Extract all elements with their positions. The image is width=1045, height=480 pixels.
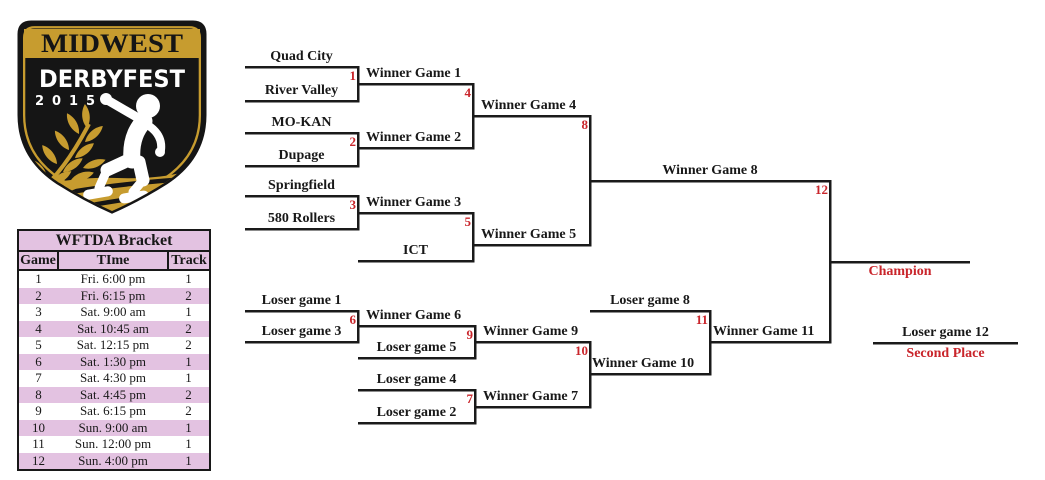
cell-time: Sat. 12:15 pm — [76, 337, 150, 352]
loser-game-4-slot: Loser game 4 — [376, 372, 457, 387]
table-row: 7 Sat. 4:30 pm 1 — [18, 370, 210, 387]
table-row: 9 Sat. 6:15 pm 2 — [18, 403, 210, 420]
champion-label: Champion — [868, 264, 932, 279]
winner-game-8-slot: Winner Game 8 — [662, 163, 758, 178]
game-1-number: 1 — [349, 68, 357, 83]
winner-game-5-slot: Winner Game 5 — [481, 227, 577, 242]
winner-game-3-slot: Winner Game 3 — [366, 195, 462, 210]
winner-game-7-slot: Winner Game 7 — [483, 389, 579, 404]
cell-game: 5 — [35, 337, 42, 352]
cell-track: 2 — [185, 337, 192, 352]
table-row: 1 Fri. 6:00 pm 1 — [18, 270, 210, 288]
cell-game: 9 — [35, 403, 42, 418]
cell-track: 2 — [185, 403, 192, 418]
table-row: 6 Sat. 1:30 pm 1 — [18, 353, 210, 370]
cell-track: 1 — [185, 419, 192, 435]
loser-game-8-slot: Loser game 8 — [610, 293, 690, 308]
cell-track: 1 — [185, 452, 192, 468]
winner-game-1-slot: Winner Game 1 — [366, 66, 462, 81]
cell-game: 8 — [35, 386, 42, 402]
team-river-valley: River Valley — [264, 83, 339, 98]
cell-time: Sat. 6:15 pm — [79, 403, 147, 418]
table-row: 4 Sat. 10:45 am 2 — [18, 320, 210, 337]
schedule-table: WFTDA Bracket Game TIme Track 1 Fri. 6:00… — [17, 229, 211, 471]
game-8-number: 8 — [581, 117, 589, 132]
cell-time: Fri. 6:15 pm — [80, 287, 146, 303]
team-quad-city: Quad City — [270, 49, 333, 64]
loser-game-12-slot: Loser game 12 — [902, 325, 989, 340]
game-9-number: 9 — [466, 327, 474, 342]
schedule-title-row: WFTDA Bracket — [17, 229, 211, 252]
cell-time: Sat. 9:00 am — [80, 304, 146, 319]
table-row: 3 Sat. 9:00 am 1 — [18, 304, 210, 321]
team-dupage: Dupage — [278, 148, 325, 163]
schedule-header-row: Game TIme Track — [17, 250, 211, 271]
game-7-number: 7 — [466, 391, 474, 406]
col-header-time: TIme — [57, 250, 169, 271]
table-row: 10 Sun. 9:00 am 1 — [18, 419, 210, 436]
midwest-derbyfest-logo: MIDWEST DERBYFEST 2015 — [17, 20, 207, 214]
cell-time: Sat. 4:30 pm — [79, 370, 147, 385]
cell-time: Sat. 1:30 pm — [79, 353, 147, 369]
cell-time: Sun. 4:00 pm — [78, 452, 148, 468]
cell-track: 1 — [185, 271, 192, 286]
col-header-game: Game — [17, 250, 59, 271]
team-ict: ICT — [403, 243, 428, 258]
table-row: 8 Sat. 4:45 pm 2 — [18, 386, 210, 403]
winner-game-6-slot: Winner Game 6 — [366, 308, 462, 323]
cell-track: 1 — [185, 370, 192, 385]
winner-game-11-slot: Winner Game 11 — [713, 324, 815, 339]
logo-derbyfest-text: DERBYFEST — [39, 65, 186, 93]
winner-game-4-slot: Winner Game 4 — [481, 98, 577, 113]
second-place-label: Second Place — [906, 346, 985, 361]
game-4-number: 4 — [464, 85, 472, 100]
table-row: 12 Sun. 4:00 pm 1 — [18, 452, 210, 470]
cell-game: 6 — [35, 353, 42, 369]
winner-game-10-slot: Winner Game 10 — [592, 356, 695, 371]
schedule-title: WFTDA Bracket — [17, 229, 211, 252]
game-2-number: 2 — [349, 134, 357, 149]
cell-time: Sat. 10:45 am — [77, 320, 149, 336]
cell-track: 2 — [185, 386, 192, 402]
game-6-number: 6 — [349, 312, 357, 327]
cell-game: 3 — [35, 304, 42, 319]
table-row: 2 Fri. 6:15 pm 2 — [18, 287, 210, 304]
logo-midwest-text: MIDWEST — [41, 29, 183, 58]
cell-game: 1 — [35, 271, 42, 286]
game-10-number: 10 — [575, 343, 588, 358]
cell-game: 4 — [35, 320, 42, 336]
winner-game-9-slot: Winner Game 9 — [483, 324, 579, 339]
team-580-rollers: 580 Rollers — [267, 211, 336, 226]
cell-game: 11 — [32, 436, 45, 451]
table-row: 5 Sat. 12:15 pm 2 — [18, 337, 210, 354]
table-row: 11 Sun. 12:00 pm 1 — [18, 436, 210, 453]
col-header-track: Track — [167, 250, 211, 271]
logo-gold-band — [24, 29, 200, 58]
cell-track: 2 — [185, 320, 192, 336]
game-12-number: 12 — [815, 182, 828, 197]
game-3-number: 3 — [349, 197, 357, 212]
loser-game-1-slot: Loser game 1 — [261, 293, 342, 308]
loser-game-2-slot: Loser game 2 — [376, 405, 457, 420]
team-mo-kan: MO-KAN — [271, 115, 332, 130]
cell-game: 12 — [32, 452, 45, 468]
cell-time: Sun. 12:00 pm — [74, 436, 152, 451]
cell-time: Sat. 4:45 pm — [79, 386, 147, 402]
cell-track: 1 — [185, 436, 192, 451]
team-springfield: Springfield — [268, 178, 335, 193]
cell-game: 10 — [32, 419, 45, 435]
cell-time: Fri. 6:00 pm — [80, 271, 146, 286]
game-5-number: 5 — [464, 214, 472, 229]
game-11-number: 11 — [695, 312, 708, 327]
loser-game-5-slot: Loser game 5 — [376, 340, 457, 355]
loser-game-3-slot: Loser game 3 — [261, 324, 342, 339]
cell-track: 1 — [185, 304, 192, 319]
winner-game-2-slot: Winner Game 2 — [366, 130, 462, 145]
cell-time: Sun. 9:00 am — [78, 419, 148, 435]
cell-game: 2 — [35, 287, 42, 303]
cell-track: 2 — [185, 287, 192, 303]
cell-track: 1 — [185, 353, 192, 369]
cell-game: 7 — [35, 370, 42, 385]
